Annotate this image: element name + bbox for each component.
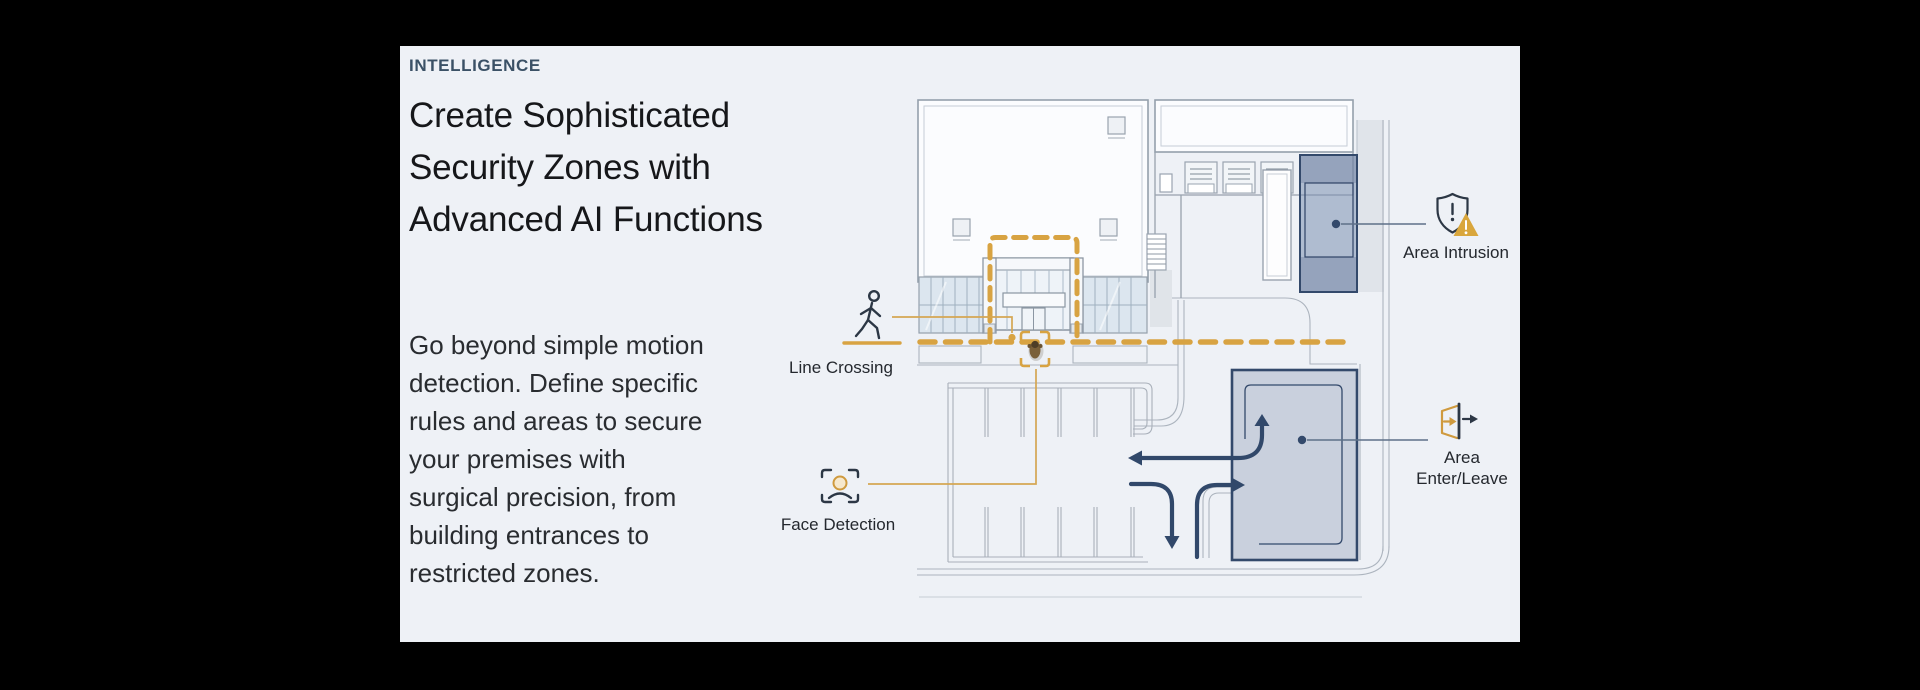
flow-arrows [1128,414,1270,560]
entrance-dashed-zone [987,235,1080,345]
entrance-facade [918,257,1148,334]
conveyor [1262,169,1292,281]
area-enter-leave-zone [1230,368,1359,562]
parking-lot [947,382,1153,563]
stairs [1146,233,1167,271]
building-top-left [917,99,1149,283]
section-eyebrow: INTELLIGENCE [409,56,541,75]
label-face-detection: Face Detection [780,515,896,534]
walking-person-icon [842,289,902,345]
page-title-line: Create Sophisticated [409,96,730,135]
text-column: INTELLIGENCE Create Sophisticated Securi… [409,56,779,246]
label-line-crossing: Line Crossing [789,358,893,377]
label-area-enter-leave: Area Enter/Leave [1416,447,1508,489]
body-paragraph: Go beyond simple motion detection. Defin… [409,330,704,588]
area-intrusion-zone [1299,154,1358,293]
building-top-right [1146,99,1354,298]
feature-panel: INTELLIGENCE Create Sophisticated Securi… [400,46,1520,642]
label-area-enter-leave-line2: Enter/Leave [1416,469,1508,488]
label-area-enter-leave-line1: Area [1444,448,1480,467]
page-title-line: Advanced AI Functions [409,200,763,239]
floor-plan-svg [820,99,1479,598]
face-scan-icon [820,468,860,504]
door-arrow-icon [1440,402,1478,440]
page-title-line: Security Zones with [409,148,711,187]
callout-leaders [868,219,1428,485]
shield-alert-icon [1436,192,1479,236]
detection-brackets [1019,330,1051,368]
detected-person [1019,330,1051,368]
label-area-intrusion: Area Intrusion [1403,243,1509,262]
page-title: Create Sophisticated Security Zones with… [409,90,779,246]
